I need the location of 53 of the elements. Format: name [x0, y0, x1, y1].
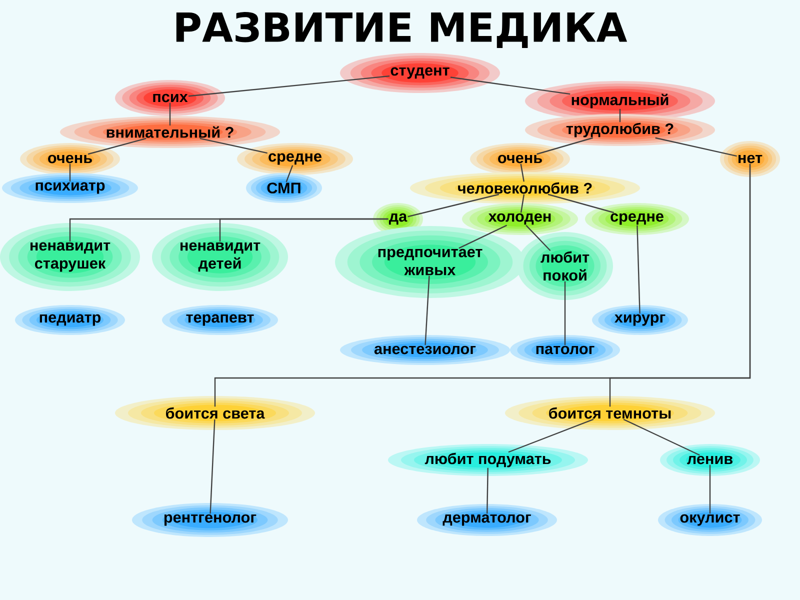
connector-line	[450, 76, 570, 95]
node-blob: анестезиолог	[340, 335, 510, 365]
connector-line	[520, 194, 525, 213]
connector-line	[188, 75, 390, 97]
node-blob: боится света	[115, 396, 315, 430]
connector-line	[210, 419, 216, 514]
connector-line	[169, 102, 171, 126]
node-blob: СМП	[246, 173, 322, 203]
node-blob: любит подумать	[388, 444, 588, 476]
connector-line	[609, 164, 751, 407]
node-blob: человеколюбив ?	[410, 172, 640, 204]
connector-line	[709, 464, 711, 514]
connector-line	[219, 218, 388, 242]
node-blob: хирург	[592, 305, 688, 335]
connector-line	[424, 276, 430, 346]
connector-line	[636, 225, 640, 314]
connector-line	[408, 194, 500, 218]
connector-line	[623, 418, 700, 456]
node-blob: очень	[20, 143, 120, 175]
node-blob: педиатр	[15, 305, 125, 335]
node-blob: психиатр	[2, 173, 138, 203]
connector-line	[536, 137, 593, 155]
connector-line	[286, 165, 294, 182]
node-blob: ненавидит старушек	[0, 223, 140, 291]
node-blob: терапевт	[162, 305, 278, 335]
node-blob: нет	[720, 141, 780, 177]
connector-line	[520, 164, 524, 182]
connector-line	[655, 137, 737, 157]
node-blob: окулист	[658, 504, 762, 536]
node-blob: средне	[585, 203, 689, 235]
connector-line	[508, 418, 594, 453]
connector-line	[458, 224, 508, 249]
node-blob: боится темноты	[505, 396, 715, 430]
connector-line	[486, 468, 488, 514]
connector-line	[88, 138, 146, 155]
node-blob: патолог	[510, 335, 620, 365]
node-blob: трудолюбив ?	[525, 114, 715, 146]
node-blob: средне	[237, 143, 353, 175]
node-blob: внимательный ?	[60, 116, 280, 148]
title: РАЗВИТИЕ МЕДИКА	[176, 12, 628, 48]
node-blob: холоден	[462, 203, 578, 235]
node-blob: дерматолог	[417, 504, 557, 536]
node-blob: студент	[340, 53, 500, 93]
node-blob: рентгенолог	[132, 503, 288, 537]
node-blob: ненавидит детей	[152, 223, 288, 291]
node-blob: любит покой	[517, 232, 613, 300]
node-blob: очень	[470, 143, 570, 175]
connector-line	[526, 224, 551, 252]
node-blob: псих	[115, 80, 225, 116]
node-blob: ленив	[660, 444, 760, 476]
connector-line	[69, 164, 71, 182]
connector-line	[619, 108, 621, 122]
connector-line	[564, 281, 566, 346]
